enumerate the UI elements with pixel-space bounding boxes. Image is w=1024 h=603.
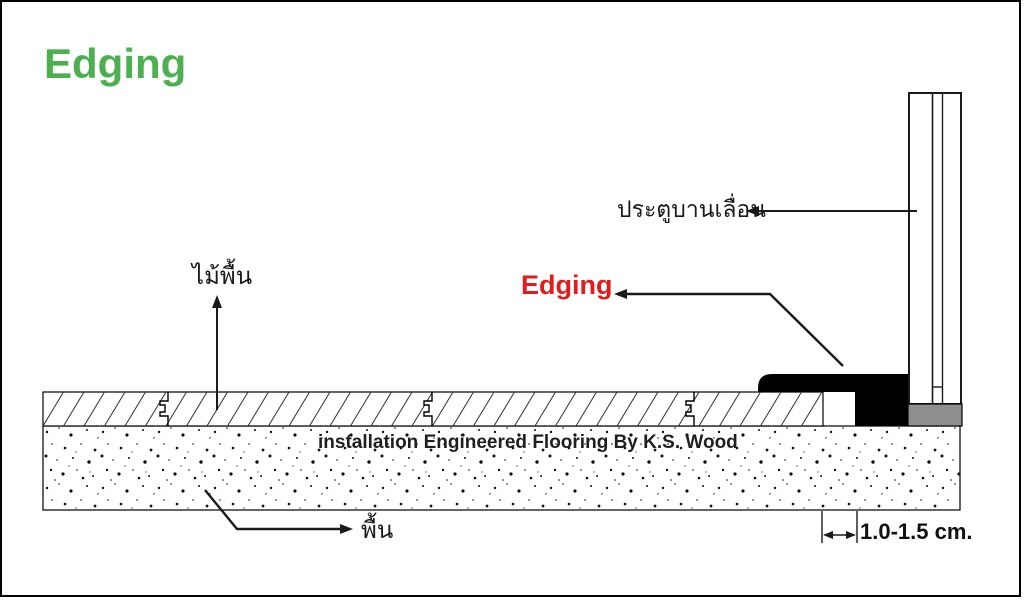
arrow-left-icon bbox=[746, 206, 759, 216]
gap-dimension-lines bbox=[821, 511, 858, 543]
arrow-right-icon bbox=[846, 531, 856, 539]
board-joint bbox=[423, 392, 433, 426]
board-joint bbox=[159, 392, 169, 426]
sliding-door-label: ประตูบานเลื่อน bbox=[617, 196, 766, 222]
wood-floor-label: ไม้พื้น bbox=[192, 263, 253, 290]
edging-callout-label: Edging bbox=[521, 270, 613, 300]
page-title: Edging bbox=[44, 40, 187, 87]
board-joint bbox=[685, 392, 695, 426]
subfloor-label: พื้น bbox=[361, 517, 394, 544]
leader-wood-floor bbox=[212, 295, 222, 410]
watermark-text: installation Engineered Flooring By K.S.… bbox=[318, 432, 738, 453]
concrete-subfloor-layer bbox=[42, 425, 961, 511]
sliding-door bbox=[908, 92, 962, 405]
arrow-up-icon bbox=[212, 295, 222, 308]
leader-subfloor bbox=[204, 489, 353, 534]
door-track bbox=[907, 403, 963, 427]
gap-dimension-label: 1.0-1.5 cm. bbox=[860, 519, 973, 544]
leader-edging bbox=[614, 289, 844, 367]
edging-profile bbox=[758, 374, 908, 426]
arrow-left-icon bbox=[614, 289, 627, 299]
leader-sliding-door bbox=[746, 206, 917, 216]
arrow-right-icon bbox=[340, 524, 353, 534]
arrow-left-icon bbox=[823, 531, 833, 539]
wood-floor-layer bbox=[42, 391, 824, 427]
